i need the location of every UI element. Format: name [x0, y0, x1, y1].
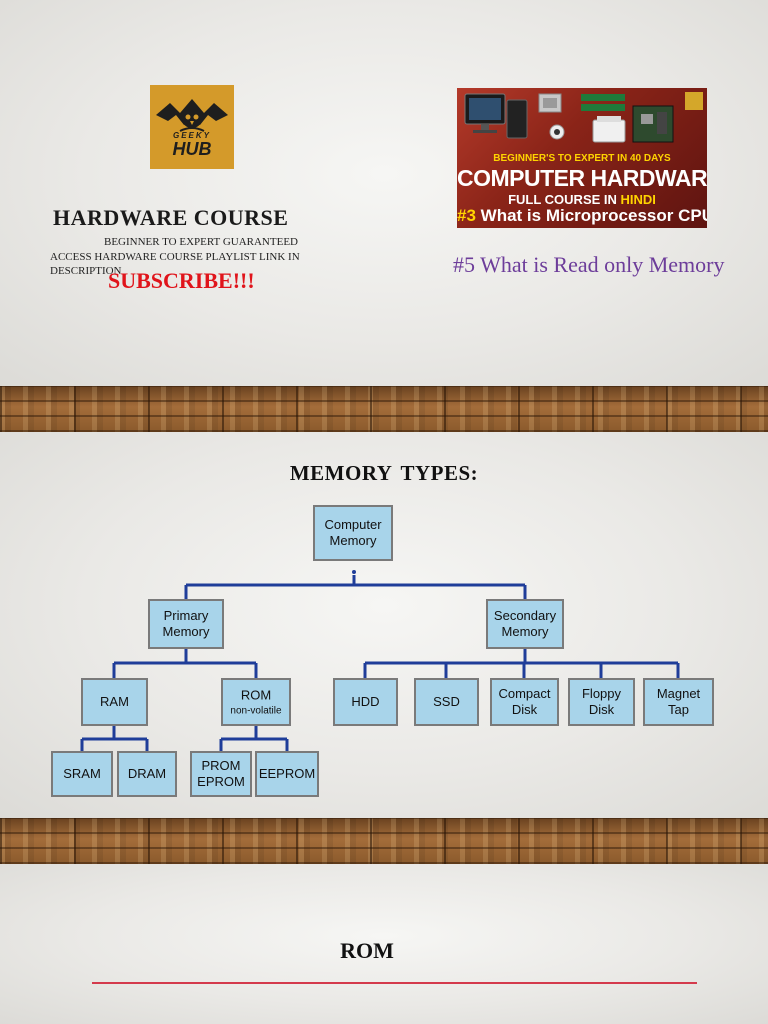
node-hdd: HDD [333, 678, 398, 726]
node-note-rom: non-volatile [230, 706, 282, 717]
geeky-hub-logo: GEEKY HUB [150, 85, 234, 169]
node-label-secondary: Secondary [494, 608, 557, 623]
wood-floor-divider [0, 386, 768, 432]
hardware-collage-icon [464, 93, 674, 143]
node-box-sram [51, 751, 113, 797]
node-label-ram: RAM [100, 694, 129, 709]
course-thumbnail[interactable]: BEGINNER'S TO EXPERT IN 40 DAYS COMPUTER… [457, 88, 707, 228]
node-label-prom: PROM [202, 758, 241, 773]
course-tagline: BEGINNER TO EXPERT GUARANTEED [104, 236, 298, 248]
node-box-ram [81, 678, 148, 726]
course-description-note: DESCRIPTION [50, 265, 122, 277]
node-box-prom [190, 751, 252, 797]
node-label-primary: Memory [163, 624, 210, 639]
node-label-root: Memory [330, 533, 377, 548]
node-box-secondary [486, 599, 564, 649]
node-sram: SRAM [51, 751, 113, 797]
memory-hierarchy-diagram: ComputerMemoryPrimaryMemorySecondaryMemo… [51, 505, 714, 797]
node-label-root: Computer [324, 517, 382, 532]
owl-icon [156, 99, 228, 132]
node-label-prom: EPROM [197, 774, 245, 789]
tree-connectors [80, 575, 680, 752]
course-title: HARDWARE COURSE [53, 205, 289, 230]
node-label-dram: DRAM [128, 766, 166, 781]
node-label-compact: Disk [512, 702, 538, 717]
thumbnail-subtitle: BEGINNER'S TO EXPERT IN 40 DAYS [493, 153, 671, 164]
node-box-magnet [643, 678, 714, 726]
channel-badge-icon [685, 92, 703, 110]
node-label-hdd: HDD [351, 694, 379, 709]
course-playlist-note: ACCESS HARDWARE COURSE PLAYLIST LINK IN [50, 251, 300, 263]
node-box-dram [117, 751, 177, 797]
node-rom: ROM non-volatile [221, 678, 291, 726]
node-label-magnet: Tap [668, 702, 689, 717]
node-label-primary: Primary [164, 608, 209, 623]
node-label-floppy: Floppy [582, 686, 622, 701]
node-label-ssd: SSD [433, 694, 460, 709]
node-box-rom [221, 678, 291, 726]
node-ssd: SSD [414, 678, 479, 726]
node-label-secondary: Memory [502, 624, 549, 639]
rom-heading: ROM [340, 938, 394, 963]
monitor-dot [352, 570, 356, 574]
node-box-root [313, 505, 393, 561]
node-box-compact [490, 678, 559, 726]
node-label-sram: SRAM [63, 766, 101, 781]
node-dram: DRAM [117, 751, 177, 797]
node-label-magnet: Magnet [657, 686, 701, 701]
node-ram: RAM [81, 678, 148, 726]
node-label-compact: Compact [498, 686, 550, 701]
rom-slide: ROM [0, 864, 768, 1024]
thumbnail-line4: #3 What is Microprocessor CPU [457, 206, 707, 225]
node-label-floppy: Disk [589, 702, 615, 717]
node-box-hdd [333, 678, 398, 726]
node-box-eeprom [255, 751, 319, 797]
node-box-primary [148, 599, 224, 649]
node-box-floppy [568, 678, 635, 726]
wood-floor-divider-2 [0, 818, 768, 864]
node-label-eeprom: EEPROM [259, 766, 315, 781]
node-label-rom: ROM [241, 688, 271, 703]
thumbnail-title: COMPUTER HARDWARE [457, 165, 707, 191]
node-box-ssd [414, 678, 479, 726]
node-eeprom: EEPROM [255, 751, 319, 797]
thumbnail-line3: FULL COURSE IN HINDI [508, 192, 656, 207]
logo-text-hub: HUB [172, 139, 212, 159]
lesson-title: #5 What is Read only Memory [453, 252, 725, 277]
intro-slide: GEEKY HUB HARDWARE COURSE BEGINNER TO EX… [0, 0, 768, 386]
rom-divider-line [92, 982, 697, 984]
subscribe-callout[interactable]: SUBSCRIBE!!! [108, 268, 255, 293]
logo-text: GEEKY [172, 131, 211, 140]
